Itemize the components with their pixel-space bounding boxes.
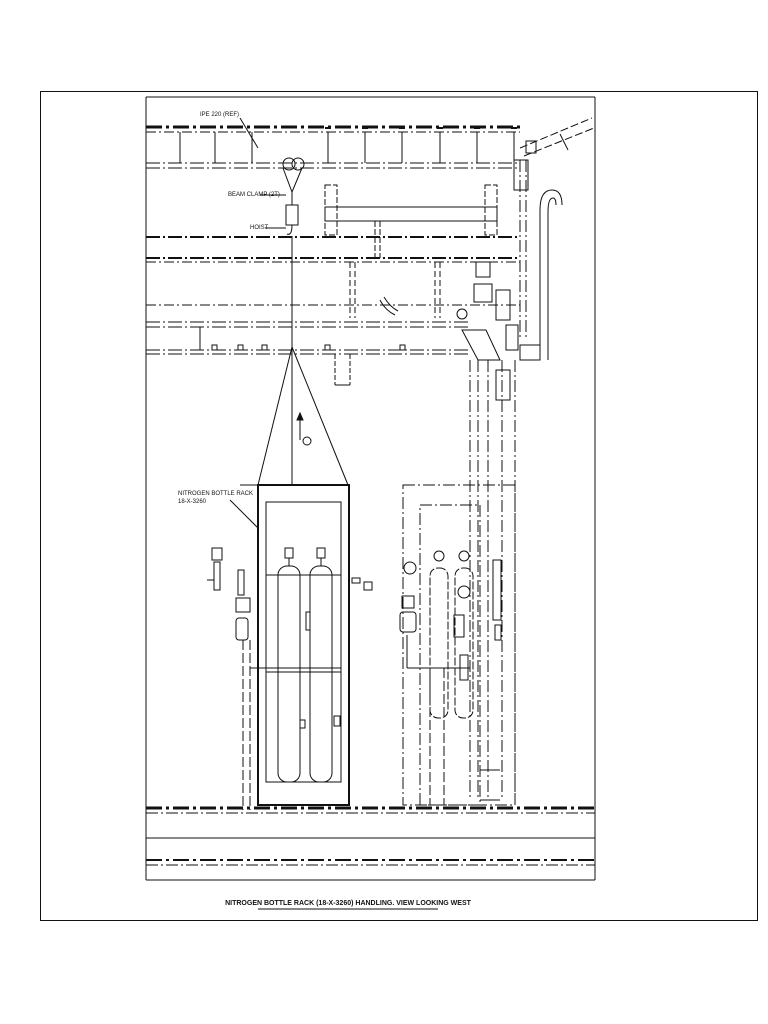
structure-lines <box>146 162 520 355</box>
label-beam-clamp: BEAM CLAMP (2T) <box>228 192 280 198</box>
rack-valve-assembly <box>207 547 373 810</box>
label-hoist: HOIST <box>250 225 269 231</box>
right-bottle-rack <box>399 484 516 806</box>
ipe-220-beam <box>146 125 520 163</box>
inclined-pipe <box>519 117 595 157</box>
floor-lines <box>146 806 595 866</box>
label-rack-name: NITROGEN BOTTLE RACK <box>178 491 253 497</box>
beam-clamp-hoist <box>239 117 349 486</box>
header-pipe <box>324 184 498 318</box>
drawing-frame <box>145 96 596 881</box>
nitrogen-bottle-rack <box>229 484 350 806</box>
pipe-ticks <box>199 327 406 386</box>
label-rack-tag: 18-X-3260 <box>178 499 207 505</box>
label-pipe-ref: IPE 220 (REF) <box>200 112 239 118</box>
sheet-border <box>40 91 758 921</box>
drawing-title: NITROGEN BOTTLE RACK (18-X-3260) HANDLIN… <box>225 900 472 907</box>
